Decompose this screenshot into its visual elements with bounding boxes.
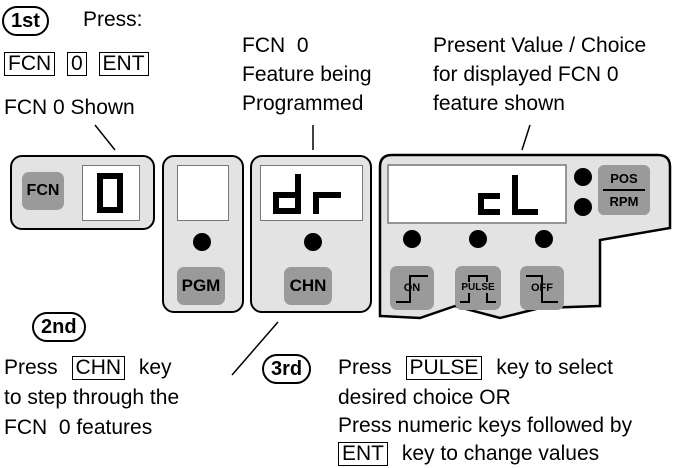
pgm-button[interactable]: PGM: [177, 267, 225, 305]
leader-chn: [231, 321, 279, 376]
rpm-label: RPM: [609, 194, 639, 209]
pulse-instruction-line3: Press numeric keys followed by: [338, 414, 633, 437]
seg-l-bottom: [512, 209, 538, 215]
on-waveform-icon: [396, 275, 428, 303]
seg-r-top: [313, 192, 341, 198]
present-caption-line1: Present Value / Choice: [433, 34, 647, 57]
value-display: [388, 165, 566, 223]
seg-0-bottom: [99, 207, 121, 213]
seg-0-right: [117, 173, 123, 213]
chn-press-text: Press: [4, 356, 58, 379]
feature-caption-line2: Feature being: [242, 63, 372, 86]
on-button[interactable]: ON: [390, 266, 434, 310]
seg-r-left: [313, 192, 319, 214]
pgm-panel: PGM: [162, 155, 244, 313]
present-caption-line3: feature shown: [433, 92, 565, 115]
fcn-panel: FCN: [10, 155, 155, 230]
chn-instruction-line2: to step through the: [4, 386, 180, 409]
chn-button[interactable]: CHN: [284, 267, 332, 305]
ent-key-text: key to change values: [401, 442, 600, 465]
pulse-instruction-line4: ENT key to change values: [338, 442, 599, 466]
feature-caption-line1: FCN 0: [242, 34, 309, 57]
pulse-key-text: key to select: [496, 356, 613, 379]
pulse-label: PULSE: [455, 282, 501, 293]
step-3-badge: 3rd: [262, 354, 312, 384]
seg-d-bottom: [273, 208, 299, 214]
step-2-badge: 2nd: [32, 312, 86, 342]
key-ent: ENT: [98, 52, 149, 76]
key-fcn: FCN: [4, 52, 56, 76]
pgm-window: [177, 165, 229, 221]
leader-value: [521, 124, 531, 151]
chn-instruction-line3: FCN 0 features: [4, 416, 153, 439]
pos-led: [574, 168, 592, 186]
feature-caption-line3: Programmed: [242, 92, 364, 115]
seg-c-bottom: [478, 209, 500, 215]
key-zero: 0: [67, 52, 87, 76]
pulse-instruction-line1: Press PULSE key to select: [338, 356, 613, 380]
step-1-text: Press:: [83, 8, 143, 31]
step-1-badge: 1st: [2, 6, 49, 36]
feature-display: [260, 165, 363, 221]
leader-fcn: [94, 124, 116, 151]
feature-led: [304, 233, 322, 251]
on-label: ON: [403, 282, 421, 294]
pulse-instruction-line2: desired choice OR: [338, 386, 511, 409]
seg-l-left: [512, 175, 518, 215]
seg-0-left: [97, 173, 103, 213]
off-led: [535, 230, 553, 248]
pulse-press-text: Press: [338, 356, 392, 379]
pulse-button[interactable]: PULSE: [455, 266, 501, 310]
fcn-display: [82, 165, 140, 221]
rpm-led: [574, 198, 592, 216]
ent-key: ENT: [338, 442, 388, 466]
pgm-led: [193, 233, 211, 251]
pulse-key: PULSE: [405, 356, 483, 380]
seg-0-top: [99, 173, 121, 179]
pulse-led: [469, 230, 487, 248]
on-led: [403, 230, 421, 248]
chn-key-text: key: [138, 356, 172, 379]
seg-d-mid: [273, 192, 299, 198]
chn-key: CHN: [71, 356, 126, 380]
pos-label: POS: [610, 171, 638, 186]
chn-instruction-line1: Press CHN key: [4, 356, 172, 380]
pos-rpm-divider: [603, 189, 645, 191]
fcn-shown-caption: FCN 0 Shown: [4, 96, 135, 119]
off-waveform-icon: [526, 275, 558, 303]
pos-rpm-badge: POS RPM: [598, 165, 650, 215]
fcn-button[interactable]: FCN: [22, 172, 64, 210]
pulse-waveform-icon: [460, 275, 496, 303]
seg-d-left: [273, 192, 279, 214]
off-label: OFF: [531, 282, 553, 294]
present-caption-line2: for displayed FCN 0: [433, 63, 619, 86]
feature-panel: CHN: [250, 155, 372, 313]
off-button[interactable]: OFF: [520, 266, 564, 310]
key-sequence: FCN 0 ENT: [4, 52, 149, 76]
seg-c-top: [478, 193, 500, 199]
seg-c-left: [478, 193, 484, 215]
